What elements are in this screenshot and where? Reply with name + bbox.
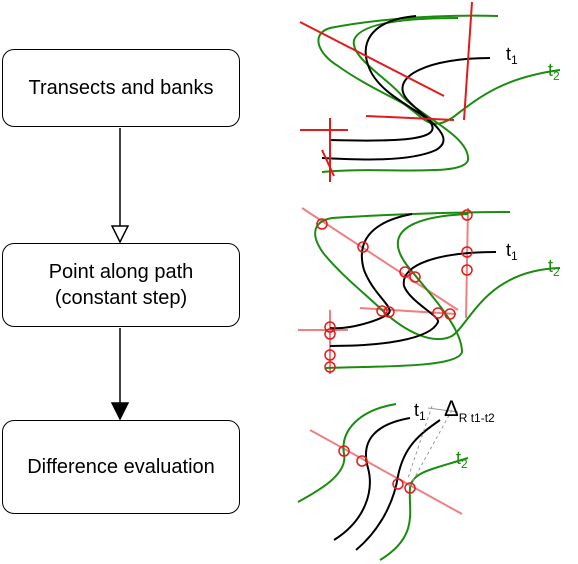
point-marker (392, 478, 404, 490)
transect-2 (463, 1, 473, 121)
point-marker (404, 482, 416, 494)
bank-t2-p3-left (297, 403, 397, 503)
step-3-label: Difference evaluation (27, 456, 215, 478)
panel-3-markers (338, 445, 416, 494)
delta-bracket (427, 407, 459, 413)
step-2-label-line-2: (constant step) (54, 287, 188, 309)
point-marker (383, 306, 395, 318)
label-t1: t (506, 240, 511, 260)
point-marker (316, 218, 328, 230)
arrow-step1-to-step2 (110, 128, 130, 244)
step-point-along-path: Point along path (constant step) (2, 243, 240, 327)
panel-2-labels: t1 t2 (506, 240, 560, 279)
point-marker (461, 209, 473, 221)
label-t1-sub: 1 (419, 409, 426, 423)
label-t1-sub: 1 (511, 249, 518, 263)
step-difference-evaluation: Difference evaluation (2, 420, 240, 514)
step-2-label-line-1: Point along path (48, 261, 194, 283)
step-1-label: Transects and banks (28, 77, 214, 99)
bank-t1-p3-left (333, 417, 411, 541)
label-t2-sub: 2 (553, 69, 560, 83)
svg-text:t1: t1 (506, 240, 518, 263)
label-t2: t (456, 448, 461, 468)
bank-t1-inner (329, 15, 434, 142)
bank-t1-p3-right (355, 419, 441, 551)
svg-text:ΔR t1-t2: ΔR t1-t2 (444, 396, 495, 425)
point-marker (461, 264, 473, 276)
panel-3-labels: t1 t2 ΔR t1-t2 (414, 396, 495, 471)
panel-1-labels: t1 t2 (506, 44, 560, 83)
point-marker (409, 271, 421, 283)
label-t2-sub: 2 (461, 457, 468, 471)
bank-t2-p2-a (314, 211, 561, 341)
label-t1-sub: 1 (511, 53, 518, 67)
transect-light-1 (301, 207, 459, 311)
step-transects-and-banks: Transects and banks (2, 49, 240, 127)
delta-guide-2 (409, 409, 453, 487)
bank-t2-p3-right (379, 457, 469, 561)
panel-points-along-path (298, 207, 561, 374)
point-marker (356, 455, 368, 467)
arrow-step2-to-step3 (110, 328, 130, 421)
label-t1: t (414, 400, 419, 420)
delta-subscript: R t1-t2 (459, 411, 495, 425)
bank-t2-left (317, 14, 561, 125)
point-marker (338, 445, 350, 457)
svg-text:t2: t2 (548, 256, 560, 279)
svg-text:t1: t1 (506, 44, 518, 67)
panel-difference-evaluation (297, 403, 469, 561)
panel-2-markers (316, 209, 473, 373)
point-marker (324, 361, 336, 373)
transect-3 (365, 115, 455, 121)
point-marker (444, 308, 456, 320)
point-marker (324, 328, 336, 340)
point-marker (432, 307, 444, 319)
bank-t1-outer (321, 57, 491, 161)
transect-4c (321, 149, 335, 177)
point-marker (376, 305, 388, 317)
point-marker (324, 321, 336, 333)
label-t2: t (548, 60, 553, 80)
transect-light-2 (465, 207, 469, 319)
svg-text:t2: t2 (456, 448, 468, 471)
svg-text:t2: t2 (548, 60, 560, 83)
bank-t1-p2-a (329, 251, 497, 347)
label-t2: t (548, 256, 553, 276)
transect-light-main (309, 429, 463, 515)
point-marker (461, 246, 473, 258)
bank-t2-left-lower (321, 17, 470, 173)
transect-light-3 (359, 307, 457, 315)
delta-guide-1 (407, 405, 433, 479)
transect-1 (299, 21, 445, 97)
point-marker (399, 266, 411, 278)
label-t2-sub: 2 (553, 265, 560, 279)
svg-text:t1: t1 (414, 400, 426, 423)
point-marker (357, 241, 369, 253)
bank-t1-p2-b (329, 213, 413, 330)
delta-symbol: Δ (444, 396, 459, 421)
panel-transects-and-banks (299, 1, 561, 182)
label-t1: t (506, 44, 511, 64)
point-marker (324, 349, 336, 361)
